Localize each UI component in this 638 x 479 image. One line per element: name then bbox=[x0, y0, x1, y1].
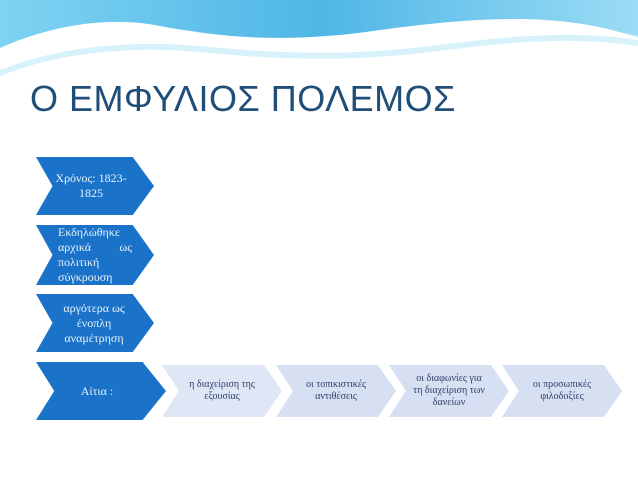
cause-chevron-power-management: η διαχείριση της εξουσίας bbox=[162, 365, 282, 417]
chevron-armed-conflict: αργότερα ως ένοπλη αναμέτρηση bbox=[36, 294, 154, 352]
cause-chevron-personal-ambitions: οι προσωπικές φιλοδοξίες bbox=[502, 365, 622, 417]
chevron-years-text: Χρόνος: 1823-1825 bbox=[55, 171, 127, 200]
chevron-causes: Αίτια : bbox=[36, 362, 166, 420]
cause-text: οι προσωπικές φιλοδοξίες bbox=[532, 379, 592, 402]
page-title: Ο ΕΜΦΥΛΙΟΣ ΠΟΛΕΜΟΣ bbox=[30, 78, 456, 119]
chevron-political-conflict: Εκδηλώθηκε αρχικά ως πολιτική σύγκρουση bbox=[36, 225, 154, 285]
cause-text: οι τοπικιστικές αντιθέσεις bbox=[306, 379, 366, 402]
chevron-years: Χρόνος: 1823-1825 bbox=[36, 157, 154, 215]
header-wave-decoration bbox=[0, 0, 638, 76]
cause-text: η διαχείριση της εξουσίας bbox=[189, 379, 255, 402]
cause-text: οι διαφωνίες για τη διαχείριση των δανεί… bbox=[413, 373, 485, 408]
chevron-political-conflict-text: Εκδηλώθηκε αρχικά ως πολιτική σύγκρουση bbox=[58, 225, 132, 284]
cause-chevron-local-rivalries: οι τοπικιστικές αντιθέσεις bbox=[276, 365, 396, 417]
chevron-armed-conflict-text: αργότερα ως ένοπλη αναμέτρηση bbox=[63, 300, 125, 345]
chevron-causes-text: Αίτια : bbox=[80, 383, 114, 398]
cause-chevron-loan-disagreements: οι διαφωνίες για τη διαχείριση των δανεί… bbox=[389, 365, 509, 417]
